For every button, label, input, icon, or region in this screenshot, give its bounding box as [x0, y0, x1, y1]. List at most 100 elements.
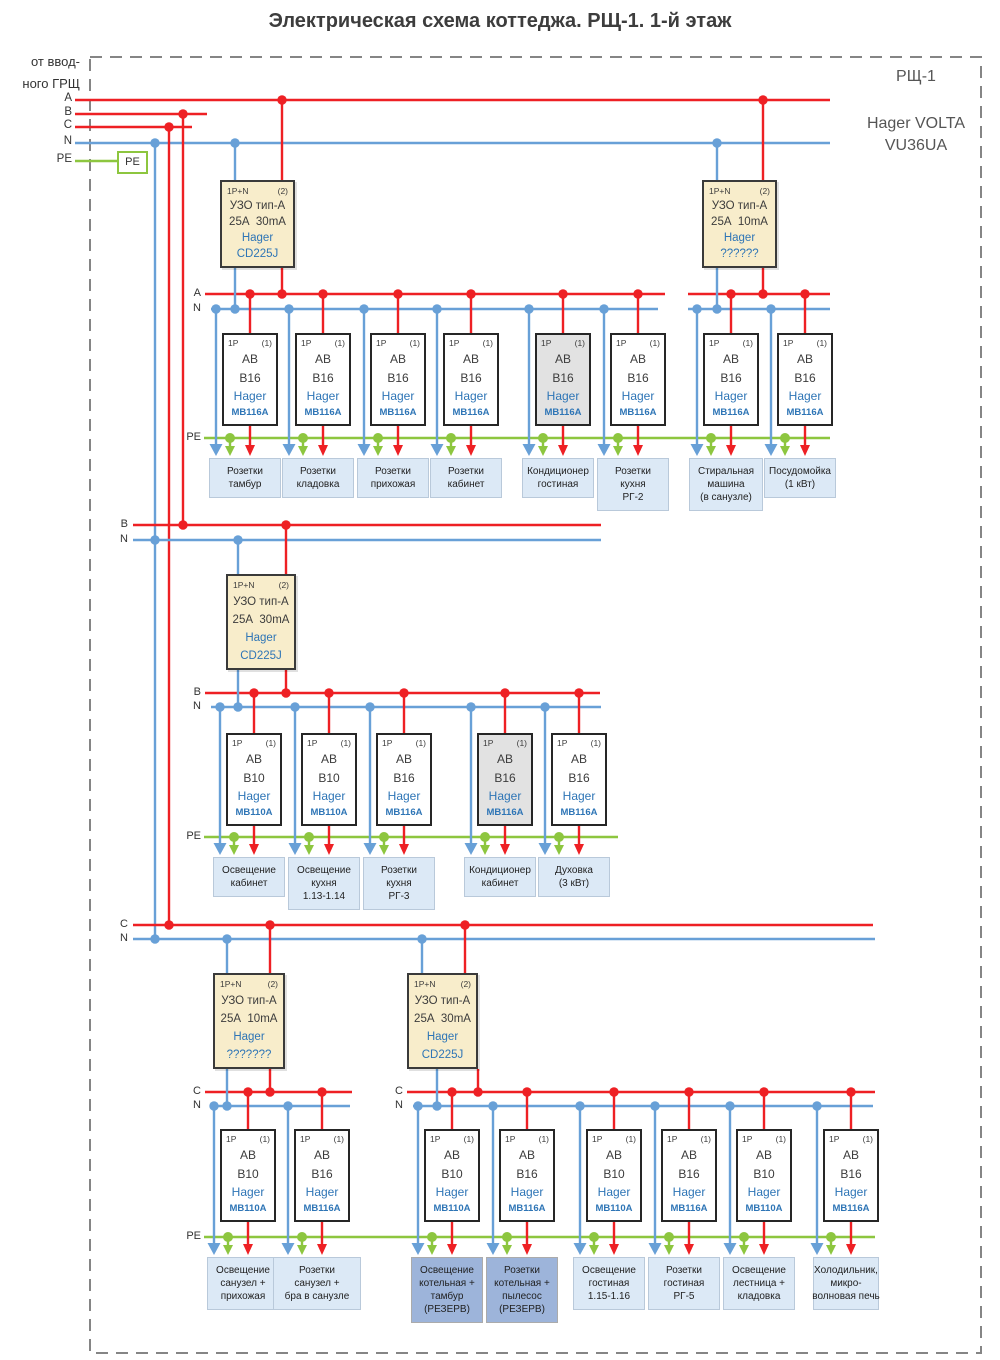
- section-bus-label-neutral: N: [120, 932, 128, 944]
- flow-arrow: [609, 1244, 619, 1255]
- junction-dot: [846, 1087, 856, 1097]
- sub-bus-label-phase: B: [193, 686, 201, 698]
- flow-arrow: [281, 1243, 295, 1255]
- junction-dot: [365, 702, 375, 712]
- junction-dot: [432, 1101, 442, 1111]
- junction-dot: [538, 433, 548, 443]
- junction-dot: [650, 1101, 660, 1111]
- flow-arrow: [373, 446, 383, 456]
- junction-dot: [558, 289, 568, 299]
- junction-dot: [500, 688, 510, 698]
- flow-arrow: [502, 1245, 512, 1255]
- flow-arrow: [589, 1245, 599, 1255]
- flow-arrow: [522, 1244, 532, 1255]
- flow-arrow: [558, 445, 568, 456]
- flow-arrow: [225, 446, 235, 456]
- junction-dot: [222, 934, 232, 944]
- junction-dot: [223, 1232, 233, 1242]
- junction-dot: [359, 304, 369, 314]
- flow-arrow: [304, 845, 314, 855]
- junction-dot: [230, 138, 240, 148]
- bus-label-a: A: [64, 92, 72, 104]
- pe-rail-label: PE: [186, 830, 201, 842]
- junction-dot: [826, 1232, 836, 1242]
- junction-dot: [298, 433, 308, 443]
- junction-dot: [399, 688, 409, 698]
- junction-dot: [589, 1232, 599, 1242]
- sub-bus-label-neutral: N: [193, 700, 201, 712]
- junction-dot: [575, 1101, 585, 1111]
- page-title: Электрическая схема коттеджа. РЩ-1. 1-й …: [268, 10, 732, 32]
- junction-dot: [758, 289, 768, 299]
- flow-arrow: [243, 1244, 253, 1255]
- load-label: Холодильник,микро-волновая печь: [812, 1257, 880, 1310]
- junction-dot: [466, 289, 476, 299]
- flow-arrow: [298, 446, 308, 456]
- flow-arrow: [393, 445, 403, 456]
- junction-dot: [245, 289, 255, 299]
- flow-arrow: [480, 845, 490, 855]
- junction-dot: [281, 688, 291, 698]
- panel-name: РЩ-1: [896, 68, 936, 85]
- junction-dot: [766, 304, 776, 314]
- junction-dot: [524, 304, 534, 314]
- panel-model-line1: Hager VOLTA: [866, 115, 966, 132]
- junction-dot: [413, 1101, 423, 1111]
- flow-arrow: [447, 1244, 457, 1255]
- flow-arrow: [430, 444, 444, 456]
- junction-dot: [480, 832, 490, 842]
- sub-bus-label-neutral: N: [193, 302, 201, 314]
- junction-dot: [373, 433, 383, 443]
- junction-dot: [290, 702, 300, 712]
- source-label-line1: от ввод-: [30, 54, 80, 69]
- flow-arrow: [764, 444, 778, 456]
- bus-label-b: B: [64, 106, 72, 118]
- sub-bus-label-phase: A: [193, 287, 201, 299]
- flow-arrow: [399, 844, 409, 855]
- flow-arrow: [229, 845, 239, 855]
- junction-dot: [164, 122, 174, 132]
- junction-dot: [473, 1087, 483, 1097]
- flow-arrow: [554, 845, 564, 855]
- junction-dot: [265, 920, 275, 930]
- junction-dot: [540, 702, 550, 712]
- flow-arrow: [538, 446, 548, 456]
- junction-dot: [243, 1087, 253, 1097]
- flow-arrow: [826, 1245, 836, 1255]
- junction-dot: [281, 520, 291, 530]
- junction-dot: [800, 289, 810, 299]
- flow-arrow: [209, 444, 223, 456]
- junction-dot: [488, 1101, 498, 1111]
- flow-arrow: [213, 843, 227, 855]
- flow-arrow: [282, 444, 296, 456]
- junction-dot: [284, 304, 294, 314]
- junction-dot: [209, 1101, 219, 1111]
- junction-dot: [317, 1087, 327, 1097]
- junction-dot: [460, 920, 470, 930]
- junction-dot: [427, 1232, 437, 1242]
- sub-bus-label-neutral: N: [395, 1099, 403, 1111]
- junction-dot: [447, 1087, 457, 1097]
- junction-dot: [222, 1101, 232, 1111]
